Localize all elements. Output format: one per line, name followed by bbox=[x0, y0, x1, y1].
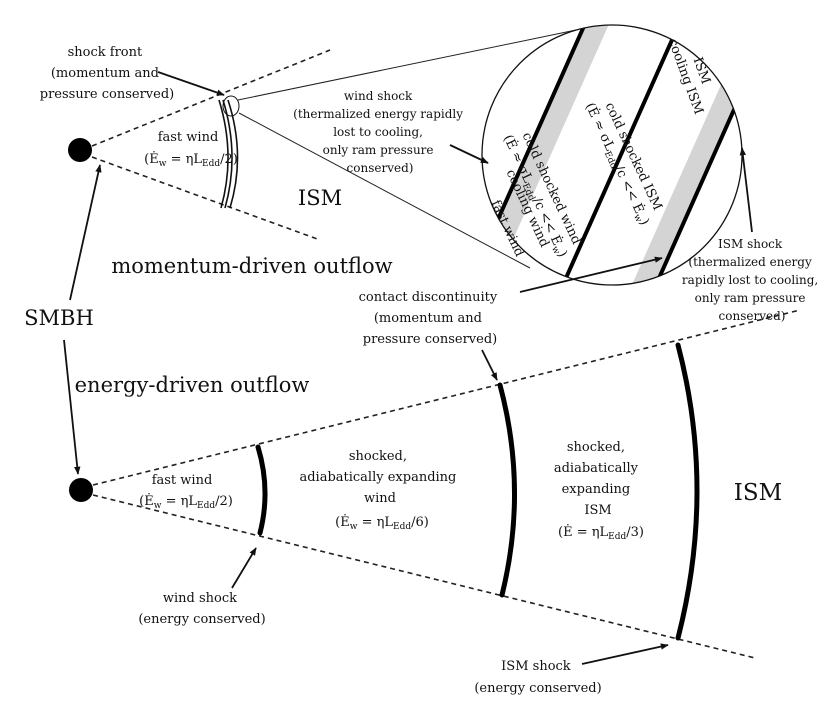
cone-top-lower bbox=[91, 156, 321, 241]
ism-bottom-label: ISM bbox=[734, 480, 782, 506]
ism-shock-top-label: ISM shock (thermalized energy rapidly lo… bbox=[682, 237, 822, 323]
wind-shock-top-label: wind shock (thermalized energy rapidly l… bbox=[293, 89, 467, 175]
ism-top-label: ISM bbox=[298, 186, 342, 210]
momentum-driven-title: momentum-driven outflow bbox=[111, 254, 392, 278]
ism-shock-bottom-arc bbox=[675, 342, 700, 641]
ism-shock-bottom-label: ISM shock (energy conserved) bbox=[474, 659, 601, 696]
smbh-arrow-up bbox=[69, 164, 102, 301]
smbh-label: SMBH bbox=[24, 306, 94, 330]
shocked-wind-eq: (Ėw = ηLEdd/6) bbox=[335, 513, 429, 532]
shock-front-arc-outer bbox=[227, 99, 239, 209]
zoom-guide-lower bbox=[238, 112, 531, 269]
smbh-arrow-down bbox=[63, 339, 81, 475]
contact-bottom-arrow bbox=[481, 349, 498, 381]
shock-front-label: shock front (momentum and pressure conse… bbox=[40, 45, 174, 102]
zoom-guide-upper bbox=[237, 29, 577, 101]
ism-shock-bottom-arrow bbox=[581, 643, 669, 665]
cone-bottom-upper bbox=[92, 309, 801, 486]
zoom-source-circle bbox=[222, 95, 240, 117]
cooling-wind-band bbox=[482, 25, 624, 274]
cone-bottom-lower bbox=[92, 494, 756, 659]
smbh-dot-bottom bbox=[69, 478, 93, 502]
ism-shock-top-arrow bbox=[739, 147, 753, 233]
wind-shock-bottom-arrow bbox=[231, 547, 257, 589]
contact-discontinuity-arc bbox=[497, 382, 518, 598]
shock-front-arrow bbox=[157, 71, 225, 96]
wind-shock-bottom-label: wind shock (energy conserved) bbox=[138, 591, 265, 627]
wind-shock-top-arrow bbox=[449, 144, 489, 164]
fast-wind-top-label: fast wind bbox=[158, 130, 219, 145]
fast-wind-bottom-eq: (Ėw = ηLEdd/2) bbox=[139, 492, 233, 511]
shocked-wind-label: shocked, adiabatically expanding wind bbox=[299, 449, 460, 506]
shock-front-arc-mid bbox=[222, 99, 233, 209]
energy-driven-title: energy-driven outflow bbox=[75, 373, 310, 397]
shock-front-arc-inner bbox=[218, 99, 229, 209]
shocked-ism-label: shocked, adiabatically expanding ISM bbox=[554, 440, 642, 518]
fast-wind-top-eq: (Ėw = ηLEdd/2) bbox=[144, 150, 238, 169]
contact-line-zoom bbox=[554, 25, 685, 285]
fast-wind-bottom-label: fast wind bbox=[152, 473, 213, 488]
cone-top-upper bbox=[91, 49, 331, 147]
smbh-dot-top bbox=[68, 138, 92, 162]
wind-shock-bottom-arc bbox=[255, 444, 268, 536]
contact-zoom-arrow bbox=[519, 256, 663, 293]
shocked-ism-eq: (Ė = ηLEdd/3) bbox=[558, 523, 644, 542]
contact-discontinuity-label: contact discontinuity (momentum and pres… bbox=[359, 290, 502, 347]
